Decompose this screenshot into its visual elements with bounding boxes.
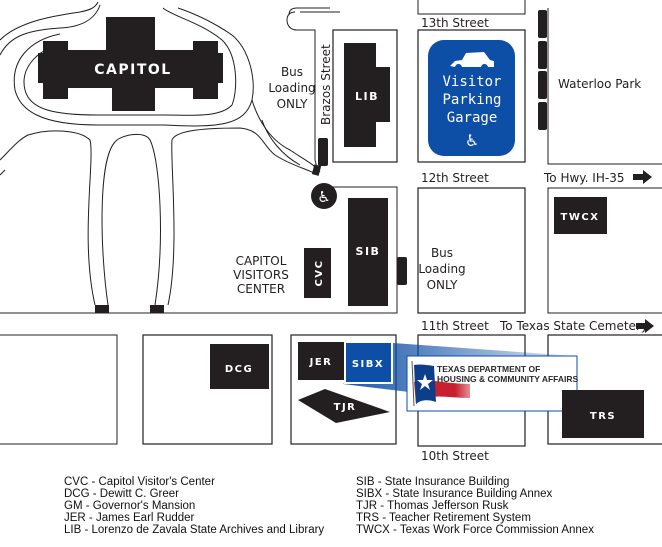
dcg-building[interactable]: DCG [210, 344, 269, 389]
svg-text:TEXAS DEPARTMENT OF: TEXAS DEPARTMENT OF [437, 364, 540, 374]
legend-right: SIB - State Insurance Building SIBX - St… [356, 476, 594, 536]
svg-text:TJR: TJR [334, 402, 357, 413]
to-hwy-label: To Hwy. IH-35 [543, 171, 624, 185]
bus-icon [311, 164, 322, 176]
legend-item: TJR - Thomas Jefferson Rusk [356, 500, 509, 512]
sib-building[interactable]: SIB [348, 198, 388, 306]
bus-icon [538, 10, 547, 38]
cvc-building[interactable]: CVC [304, 248, 331, 298]
svg-text:Parking: Parking [442, 92, 501, 108]
legend-item: TWCX - Texas Work Force Commission Annex [356, 524, 594, 536]
to-cemetery-label: To Texas State Cemetery [499, 319, 648, 333]
bus-loading-label-2: Bus Loading ONLY [418, 246, 465, 292]
capitol-building[interactable]: CAPITOL [38, 17, 223, 111]
legend-left: CVC - Capitol Visitor's Center DCG - Dew… [64, 476, 324, 536]
10th-street-label: 10th Street [421, 449, 489, 463]
brazos-street-label: Brazos Street [319, 44, 333, 125]
svg-text:Visitor: Visitor [442, 74, 501, 90]
svg-text:Bus: Bus [281, 65, 303, 79]
legend-item: SIB - State Insurance Building [356, 476, 510, 488]
svg-text:VISITORS: VISITORS [233, 268, 289, 282]
bus-icon [318, 138, 328, 166]
accessible-icon: ♿ [465, 131, 479, 150]
twcx-building[interactable]: TWCX [554, 197, 607, 234]
svg-text:SIB: SIB [356, 245, 381, 258]
bus-loading-label-1: Bus Loading ONLY [268, 65, 315, 111]
lib-building[interactable]: LIB [344, 43, 390, 147]
svg-text:ONLY: ONLY [427, 278, 459, 292]
bus-icon [397, 257, 407, 285]
11th-street-label: 11th Street [421, 319, 489, 333]
12th-street-label: 12th Street [421, 171, 489, 185]
capitol-label: CAPITOL [94, 62, 171, 78]
arrow-right-icon [633, 170, 652, 184]
svg-text:SIBX: SIBX [352, 359, 384, 370]
tjr-building[interactable]: TJR [298, 389, 390, 423]
arrow-right-icon [636, 319, 654, 333]
block-bus-loading [417, 187, 526, 314]
jer-building[interactable]: JER [298, 342, 344, 380]
svg-text:TWCX: TWCX [561, 212, 600, 223]
waterloo-park-label: Waterloo Park [558, 77, 641, 91]
bus-icon [538, 41, 547, 69]
legend-item: JER - James Earl Rudder [64, 512, 195, 524]
svg-text:LIB: LIB [355, 90, 379, 103]
svg-text:Garage: Garage [447, 110, 498, 126]
sibx-building[interactable]: SIBX [344, 341, 393, 384]
trs-building[interactable]: TRS [562, 390, 644, 438]
visitor-parking-garage[interactable]: Visitor Parking Garage ♿ [428, 40, 515, 156]
svg-text:CENTER: CENTER [237, 282, 285, 296]
svg-text:Loading: Loading [268, 81, 315, 95]
tdhca-logo-callout[interactable]: TEXAS DEPARTMENT OF HOUSING & COMMUNITY … [406, 355, 579, 412]
bus-icon [538, 71, 547, 99]
svg-text:TRS: TRS [590, 411, 616, 422]
svg-text:Loading: Loading [418, 262, 465, 276]
accessible-parking-icon: ♿ [311, 183, 337, 209]
legend-item: DCG - Dewitt C. Greer [64, 488, 180, 500]
capitol-visitors-center-label: CAPITOL VISITORS CENTER [233, 254, 289, 296]
legend-item: SIBX - State Insurance Building Annex [356, 488, 553, 500]
svg-text:CAPITOL: CAPITOL [236, 254, 287, 268]
legend-item: LIB - Lorenzo de Zavala State Archives a… [64, 524, 325, 536]
legend-item: CVC - Capitol Visitor's Center [64, 476, 215, 488]
svg-text:ONLY: ONLY [277, 97, 309, 111]
car-icon [450, 52, 494, 67]
svg-text:Bus: Bus [431, 246, 453, 260]
svg-text:DCG: DCG [225, 364, 253, 375]
svg-text:CVC: CVC [314, 260, 325, 287]
svg-text:JER: JER [309, 357, 333, 368]
13th-street-label: 13th Street [421, 16, 489, 30]
svg-text:♿: ♿ [317, 188, 330, 206]
legend-item: GM - Governor's Mansion [64, 500, 196, 512]
texas-flag-icon [411, 360, 485, 408]
legend-item: TRS - Teacher Retirement System [356, 512, 531, 524]
svg-text:HOUSING & COMMUNITY AFFAIRS: HOUSING & COMMUNITY AFFAIRS [437, 374, 579, 384]
bus-icon [538, 102, 547, 130]
